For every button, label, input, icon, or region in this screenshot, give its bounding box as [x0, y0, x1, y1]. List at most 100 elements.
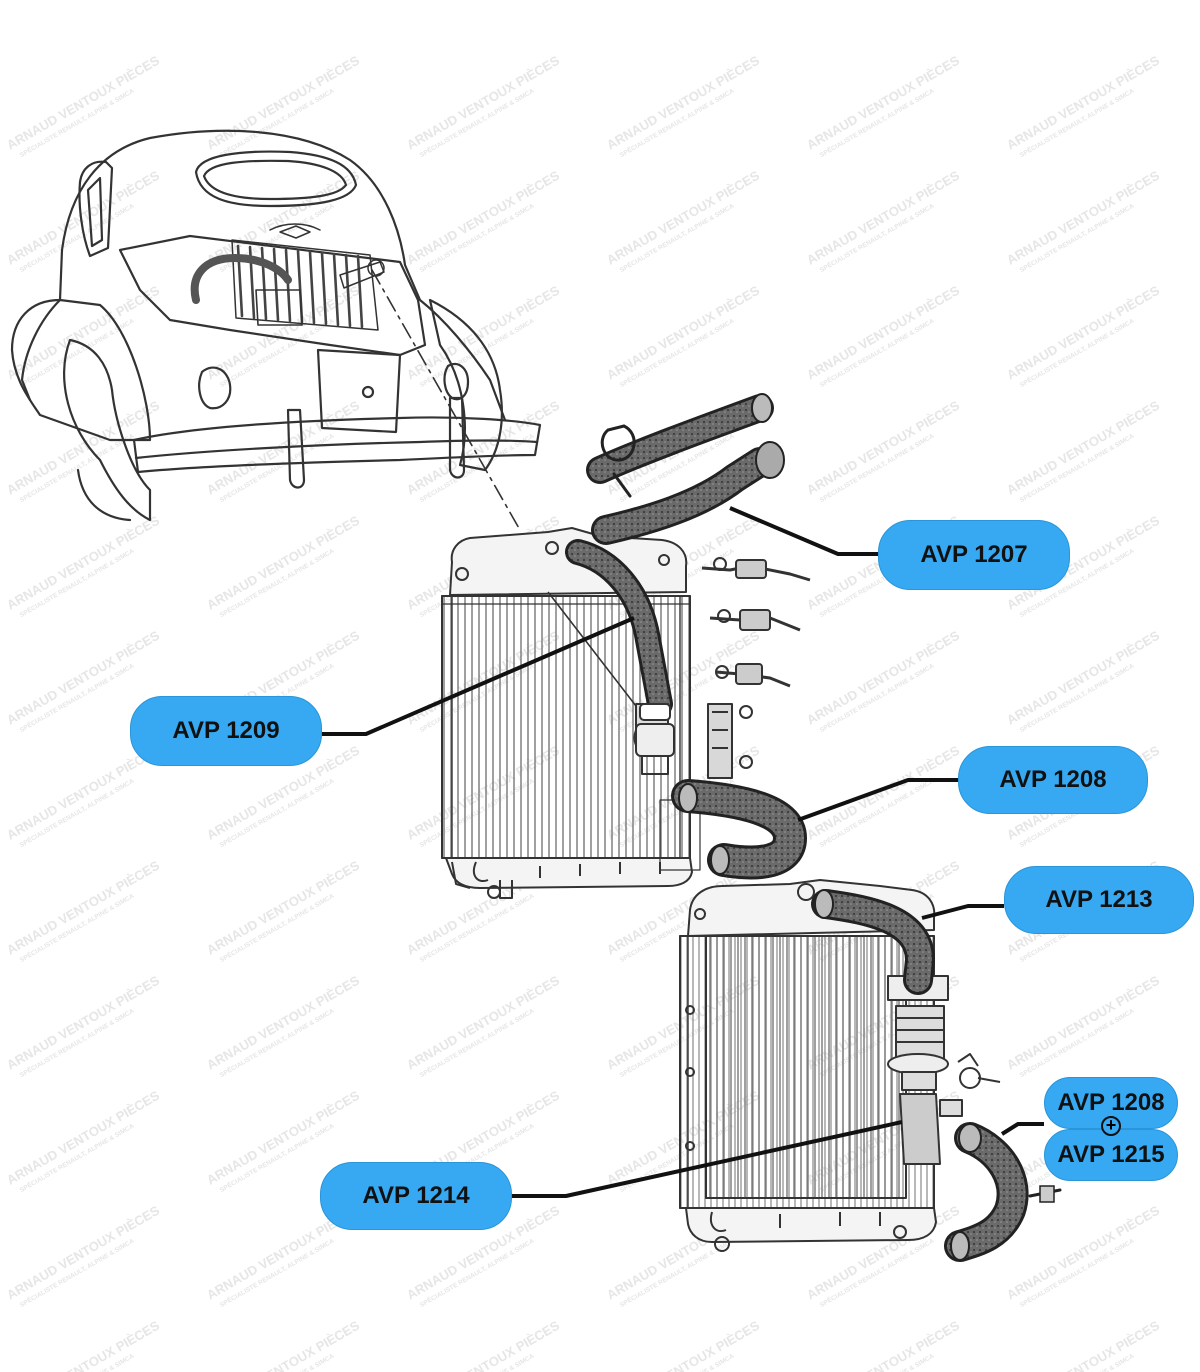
stacked-label-bottom: AVP 1215 [1057, 1141, 1165, 1168]
watermark-line-1: ARNAUD VENTOUX PIÈCES [604, 168, 762, 268]
watermark-line-1: ARNAUD VENTOUX PIÈCES [1004, 398, 1162, 498]
watermark-line-1: ARNAUD VENTOUX PIÈCES [1004, 973, 1162, 1073]
callout-avp-1214[interactable]: AVP 1214 [320, 1162, 512, 1230]
watermark-line-1: ARNAUD VENTOUX PIÈCES [4, 168, 162, 268]
watermark-line-1: ARNAUD VENTOUX PIÈCES [4, 858, 162, 958]
callout-avp-1208-1215[interactable]: AVP 1208 AVP 1215 + [1044, 1077, 1178, 1181]
watermark-line-1: ARNAUD VENTOUX PIÈCES [404, 398, 562, 498]
leader-1209 [322, 616, 635, 736]
upper-radiator [441, 527, 811, 899]
top-hoses [586, 393, 785, 545]
watermark-line-1: ARNAUD VENTOUX PIÈCES [4, 1318, 162, 1372]
callout-avp-1209[interactable]: AVP 1209 [130, 696, 322, 766]
watermark-line-1: ARNAUD VENTOUX PIÈCES [1004, 168, 1162, 268]
bent-hose-1208 [671, 779, 808, 880]
callout-avp-1213[interactable]: AVP 1213 [1004, 866, 1194, 934]
watermark-line-1: ARNAUD VENTOUX PIÈCES [804, 1318, 962, 1372]
watermark-line-1: ARNAUD VENTOUX PIÈCES [204, 168, 362, 268]
callout-avp-1208[interactable]: AVP 1208 [958, 746, 1148, 814]
watermark-line-1: ARNAUD VENTOUX PIÈCES [4, 1203, 162, 1303]
watermark-line-1: ARNAUD VENTOUX PIÈCES [404, 168, 562, 268]
watermark-line-1: ARNAUD VENTOUX PIÈCES [604, 53, 762, 153]
watermark-line-1: ARNAUD VENTOUX PIÈCES [4, 1088, 162, 1188]
watermark-line-1: ARNAUD VENTOUX PIÈCES [4, 398, 162, 498]
watermark-line-1: ARNAUD VENTOUX PIÈCES [1004, 628, 1162, 728]
watermark-line-1: ARNAUD VENTOUX PIÈCES [404, 53, 562, 153]
stacked-label-top: AVP 1208 [1057, 1089, 1165, 1116]
leader-1214 [512, 1120, 903, 1198]
callout-avp-1207[interactable]: AVP 1207 [878, 520, 1070, 590]
watermark-line-1: ARNAUD VENTOUX PIÈCES [604, 283, 762, 383]
watermark-line-1: ARNAUD VENTOUX PIÈCES [1004, 1203, 1162, 1303]
watermark-line-1: ARNAUD VENTOUX PIÈCES [1004, 53, 1162, 153]
watermark-line-1: ARNAUD VENTOUX PIÈCES [204, 513, 362, 613]
watermark-line-1: ARNAUD VENTOUX PIÈCES [404, 973, 562, 1073]
leader-1208-1215 [1000, 1122, 1044, 1136]
leader-1208 [797, 778, 958, 822]
watermark-line-1: ARNAUD VENTOUX PIÈCES [4, 53, 162, 153]
watermark-line-1: ARNAUD VENTOUX PIÈCES [4, 973, 162, 1073]
watermark-line-1: ARNAUD VENTOUX PIÈCES [204, 283, 362, 383]
lower-radiator [679, 879, 1001, 1252]
leader-lines [322, 506, 1044, 1198]
watermark-line-1: ARNAUD VENTOUX PIÈCES [604, 1318, 762, 1372]
plus-icon: + [1101, 1116, 1121, 1136]
car-illustration [10, 129, 542, 531]
watermark-line-1: ARNAUD VENTOUX PIÈCES [204, 53, 362, 153]
leader-1213 [921, 904, 1004, 920]
hose-1208-1215 [944, 1122, 1062, 1262]
watermark-line-1: ARNAUD VENTOUX PIÈCES [804, 743, 962, 843]
watermark-line-1: ARNAUD VENTOUX PIÈCES [4, 513, 162, 613]
watermark-line-1: ARNAUD VENTOUX PIÈCES [404, 283, 562, 383]
leader-1207 [729, 506, 880, 556]
watermark-line-1: ARNAUD VENTOUX PIÈCES [804, 628, 962, 728]
watermark-line-1: ARNAUD VENTOUX PIÈCES [4, 283, 162, 383]
watermark-line-1: ARNAUD VENTOUX PIÈCES [804, 398, 962, 498]
hose-1213 [811, 889, 936, 995]
watermark-line-1: ARNAUD VENTOUX PIÈCES [204, 1318, 362, 1372]
watermark-line-1: ARNAUD VENTOUX PIÈCES [204, 858, 362, 958]
watermark-line-1: ARNAUD VENTOUX PIÈCES [804, 53, 962, 153]
